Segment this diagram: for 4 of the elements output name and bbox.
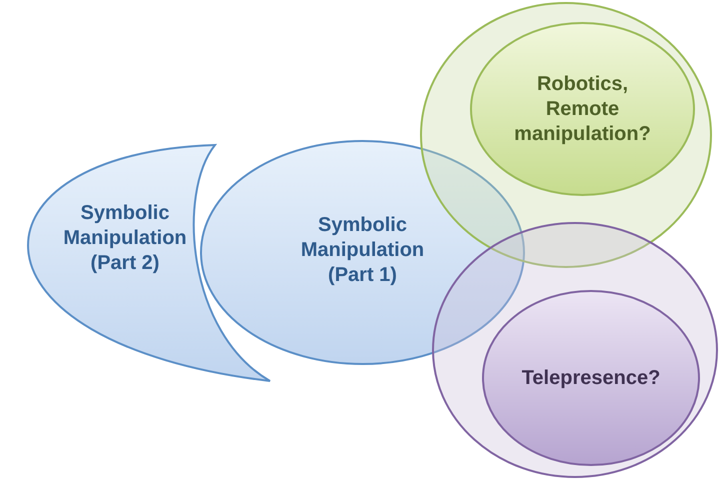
node-label: Symbolic Manipulation (Part 2): [62, 200, 188, 276]
node-label: Telepresence?: [520, 366, 662, 390]
node-label: Symbolic Manipulation (Part 1): [300, 212, 426, 288]
node-label: Robotics, Remote manipulation?: [513, 72, 652, 147]
